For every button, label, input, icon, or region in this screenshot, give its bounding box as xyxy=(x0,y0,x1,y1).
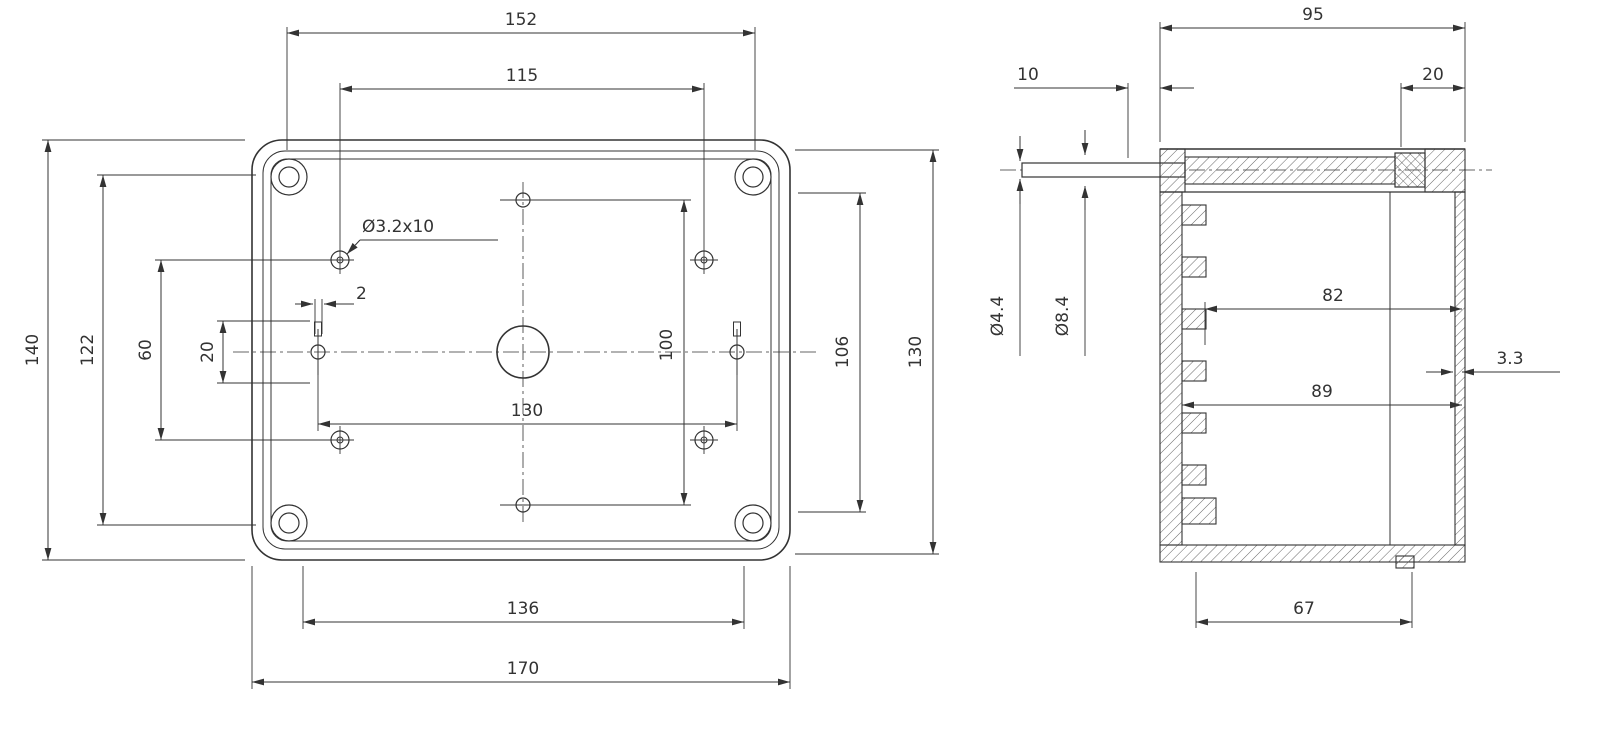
dim-label-130-mid: 130 xyxy=(511,401,543,421)
front-view: 152 115 140 122 60 xyxy=(23,10,939,689)
dim-side-top-overall: 95 xyxy=(1159,5,1466,142)
dim-label-20-side: 20 xyxy=(1422,65,1444,85)
dim-left-inner: 122 xyxy=(78,174,256,526)
hole-callout: Ø3.2x10 xyxy=(346,217,498,255)
dim-label-20: 20 xyxy=(198,341,218,363)
dim-label-95: 95 xyxy=(1302,5,1324,25)
dim-bottom-overall: 170 xyxy=(251,566,791,689)
dim-label-170: 170 xyxy=(507,659,539,679)
corner-boss xyxy=(270,158,772,542)
centerline xyxy=(233,182,818,522)
dim-label-dia-4-4: Ø4.4 xyxy=(988,296,1008,336)
dim-label-89: 89 xyxy=(1311,382,1333,402)
dim-label-dia-8-4: Ø8.4 xyxy=(1053,296,1073,336)
bottom-foot xyxy=(1395,555,1415,569)
dim-label-100: 100 xyxy=(657,329,677,361)
dim-label-3-3: 3.3 xyxy=(1496,349,1523,369)
mounting-feature xyxy=(310,192,745,513)
dim-label-152: 152 xyxy=(505,10,537,30)
dim-label-2: 2 xyxy=(356,284,367,304)
dim-left-tab-span: 20 xyxy=(198,320,310,384)
dim-side-top-right: 20 xyxy=(1400,65,1465,147)
dim-top-outer: 152 xyxy=(286,10,756,150)
dim-right-mid-span: 106 xyxy=(798,192,866,513)
dim-label-122: 122 xyxy=(78,334,98,366)
box-body-section xyxy=(1159,191,1466,569)
dim-label-60: 60 xyxy=(136,339,156,361)
lid-flange xyxy=(1159,148,1466,193)
dim-screw-dia-small: Ø4.4 xyxy=(988,136,1024,356)
enclosure-outline xyxy=(251,139,791,561)
dim-wall-thickness: 3.3 xyxy=(1426,349,1560,376)
center-hole xyxy=(496,325,550,379)
dim-label-106: 106 xyxy=(833,336,853,368)
dim-bottom-inner: 136 xyxy=(302,566,745,629)
dim-cavity-depth: 82 xyxy=(1204,286,1462,345)
dim-label-115: 115 xyxy=(506,66,538,86)
dim-right-outer-span: 130 xyxy=(795,149,939,555)
dim-right-inner-span: 100 xyxy=(544,199,691,506)
hole-note-label: Ø3.2x10 xyxy=(362,217,434,237)
dim-mid-span: 130 xyxy=(317,364,738,431)
dim-left-hole-span: 60 xyxy=(136,259,330,441)
dim-cavity-depth-full: 89 xyxy=(1182,382,1462,409)
screw-hole xyxy=(326,246,718,454)
dim-label-140: 140 xyxy=(23,334,43,366)
dim-bottom-span: 67 xyxy=(1195,572,1413,628)
dim-label-10: 10 xyxy=(1017,65,1039,85)
dim-top-inner: 115 xyxy=(339,66,705,246)
dim-label-67: 67 xyxy=(1293,599,1315,619)
dim-label-130-right: 130 xyxy=(906,336,926,368)
side-view: 95 10 20 Ø4.4 Ø8.4 82 xyxy=(988,5,1560,628)
dim-screw-dia-large: Ø8.4 xyxy=(1053,130,1089,356)
dim-label-82: 82 xyxy=(1322,286,1344,306)
dim-side-top-left: 10 xyxy=(1014,65,1194,158)
dim-left-overall: 140 xyxy=(23,139,245,561)
dim-label-136: 136 xyxy=(507,599,539,619)
dim-tab-width: 2 xyxy=(295,284,367,334)
cover-screw xyxy=(1021,152,1426,188)
